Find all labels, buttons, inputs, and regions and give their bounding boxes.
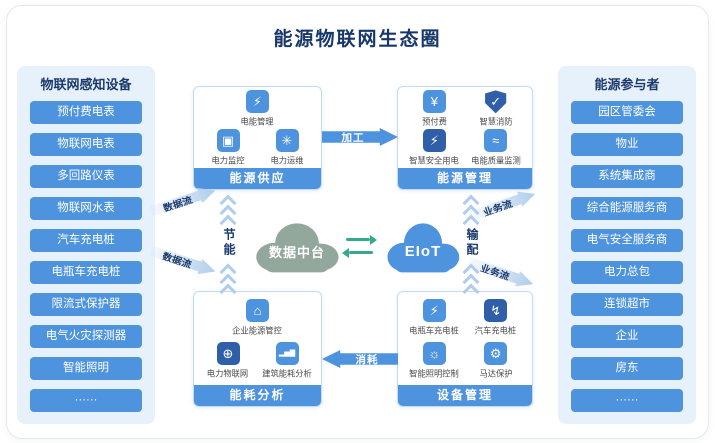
- distribution-label: 输配: [465, 228, 479, 258]
- building-energy-chart-icon: ▂▅▇: [275, 341, 299, 365]
- fire-shield-icon: ✓: [485, 90, 507, 114]
- feature-label: 智慧消防: [479, 117, 513, 127]
- feature-item: ¥ 预付费: [405, 90, 463, 128]
- device-item: 智能照明: [30, 357, 142, 380]
- right-panel: 能源参与者 园区管委会 物业 系统集成商 综合能源服务商 电气安全服务商 电力总…: [558, 66, 696, 424]
- module-title: 能耗分析: [194, 385, 321, 406]
- device-item: 多回路仪表: [30, 165, 142, 188]
- data-platform-label: 数据中台: [268, 244, 325, 260]
- participant-item: 系统集成商: [571, 165, 683, 188]
- processing-arrow: 加工: [322, 128, 398, 146]
- feature-item: ▣ 电力监控: [199, 128, 257, 167]
- feature-item: ▂▅▇ 建筑能耗分析: [258, 341, 316, 380]
- device-item: 限流式保护器: [30, 293, 142, 316]
- feature-label: 马达保护: [479, 369, 513, 379]
- up-chevrons-icon: [462, 263, 480, 301]
- meter-icon: ⚡: [246, 90, 269, 114]
- eiot-label: EIoT: [404, 242, 442, 260]
- participant-item: 电气安全服务商: [571, 229, 683, 252]
- feature-label: 智能照明控制: [409, 369, 460, 379]
- participant-item: 物业: [571, 133, 683, 156]
- cloud-shape-icon: [256, 223, 339, 273]
- sync-arrow-right-icon: [346, 238, 370, 241]
- device-item: 预付费电表: [30, 101, 142, 124]
- participant-item: 连锁超市: [571, 293, 683, 316]
- feature-item: ✓ 智慧消防: [467, 90, 525, 128]
- monitor-icon: ▣: [216, 128, 240, 152]
- feature-label: 电力物联网: [207, 369, 249, 379]
- feature-item: ⌂ 企业能源管控: [229, 299, 287, 337]
- power-quality-icon: ≈: [484, 128, 508, 152]
- motor-protection-icon: ⚙: [484, 341, 508, 365]
- cloud-shape-icon: [387, 223, 460, 273]
- eiot-cloud: EIoT: [382, 220, 464, 274]
- feature-item: ⚡ 电瓶车充电桩: [405, 299, 463, 337]
- device-item: 物联网水表: [30, 197, 142, 220]
- module-energy-management: ¥ 预付费 ✓ 智慧消防 ⚡ 智慧安全用电 ≈ 电能质量监测 能源管理: [397, 86, 533, 190]
- feature-label: 电力运维: [270, 156, 304, 166]
- module-energy-analysis: ⌂ 企业能源管控 ⊕ 电力物联网 ▂▅▇ 建筑能耗分析 能耗分析: [193, 291, 322, 407]
- participant-item: 综合能源服务商: [571, 197, 683, 220]
- left-panel-title: 物联网感知设备: [40, 77, 132, 92]
- maintenance-icon: ✳: [275, 128, 299, 152]
- feature-item: ↯ 汽车充电桩: [467, 299, 525, 337]
- feature-item: ⊕ 电力物联网: [199, 341, 257, 380]
- processing-label: 加工: [341, 131, 365, 144]
- sync-arrow-left-icon: [349, 251, 373, 254]
- module-tiles: ¥ 预付费 ✓ 智慧消防 ⚡ 智慧安全用电 ≈ 电能质量监测: [398, 87, 532, 168]
- feature-label: 电能质量监测: [470, 156, 521, 166]
- energy-saving-label: 节能: [222, 228, 236, 258]
- participant-item-ellipsis: ······: [571, 389, 683, 412]
- feature-item: ⚡ 智慧安全用电: [405, 128, 463, 167]
- module-device-management: ⚡ 电瓶车充电桩 ↯ 汽车充电桩 ☼ 智能照明控制 ⚙ 马达保护 设备管理: [397, 291, 533, 407]
- module-tiles: ⚡ 电瓶车充电桩 ↯ 汽车充电桩 ☼ 智能照明控制 ⚙ 马达保护: [398, 292, 532, 385]
- lighting-icon: ☼: [422, 341, 446, 365]
- module-title: 能源供应: [194, 168, 321, 189]
- consumption-arrow: 消耗: [322, 350, 398, 368]
- device-item: 汽车充电桩: [30, 229, 142, 252]
- left-panel: 物联网感知设备 预付费电表 物联网电表 多回路仪表 物联网水表 汽车充电桩 电瓶…: [17, 66, 155, 424]
- module-tiles: ⚡ 电能管理 ▣ 电力监控 ✳ 电力运维: [194, 87, 321, 168]
- device-item: 物联网电表: [30, 133, 142, 156]
- module-tiles: ⌂ 企业能源管控 ⊕ 电力物联网 ▂▅▇ 建筑能耗分析: [194, 292, 321, 385]
- feature-label: 电力监控: [211, 156, 245, 166]
- feature-item: ⚡ 电能管理: [229, 90, 287, 128]
- feature-label: 建筑能耗分析: [262, 369, 312, 379]
- right-panel-title: 能源参与者: [594, 77, 660, 92]
- module-title: 设备管理: [398, 385, 532, 406]
- ebike-charging-icon: ⚡: [422, 299, 446, 323]
- feature-label: 电瓶车充电桩: [409, 326, 460, 336]
- feature-item: ⚙ 马达保护: [467, 341, 525, 380]
- participant-item: 电力总包: [571, 261, 683, 284]
- data-platform-cloud: 数据中台: [250, 220, 344, 274]
- feature-label: 电能管理: [240, 117, 275, 127]
- feature-item: ≈ 电能质量监测: [467, 128, 525, 167]
- device-item-ellipsis: ······: [30, 389, 142, 412]
- feature-label: 企业能源管控: [232, 326, 283, 336]
- feature-item: ☼ 智能照明控制: [405, 341, 463, 380]
- feature-label: 预付费: [421, 117, 447, 127]
- enterprise-energy-icon: ⌂: [246, 299, 269, 323]
- power-iot-globe-icon: ⊕: [216, 341, 240, 365]
- device-item: 电瓶车充电桩: [30, 261, 142, 284]
- safe-power-icon: ⚡: [422, 128, 446, 152]
- car-charging-icon: ↯: [484, 299, 508, 323]
- prepaid-icon: ¥: [422, 90, 446, 114]
- feature-label: 智慧安全用电: [409, 156, 460, 166]
- participant-item: 园区管委会: [571, 101, 683, 124]
- module-title: 能源管理: [398, 168, 532, 189]
- up-chevrons-icon: [219, 263, 237, 301]
- up-chevrons-icon: [462, 194, 480, 232]
- diagram-title: 能源物联网生态圈: [273, 29, 442, 50]
- participant-item: 房东: [571, 357, 683, 380]
- module-energy-supply: ⚡ 电能管理 ▣ 电力监控 ✳ 电力运维 能源供应: [193, 86, 322, 190]
- participant-item: 企业: [571, 325, 683, 348]
- feature-item: ✳ 电力运维: [258, 128, 316, 167]
- device-item: 电气火灾探测器: [30, 325, 142, 348]
- up-chevrons-icon: [219, 194, 237, 232]
- consumption-label: 消耗: [355, 353, 379, 366]
- feature-label: 汽车充电桩: [474, 326, 517, 336]
